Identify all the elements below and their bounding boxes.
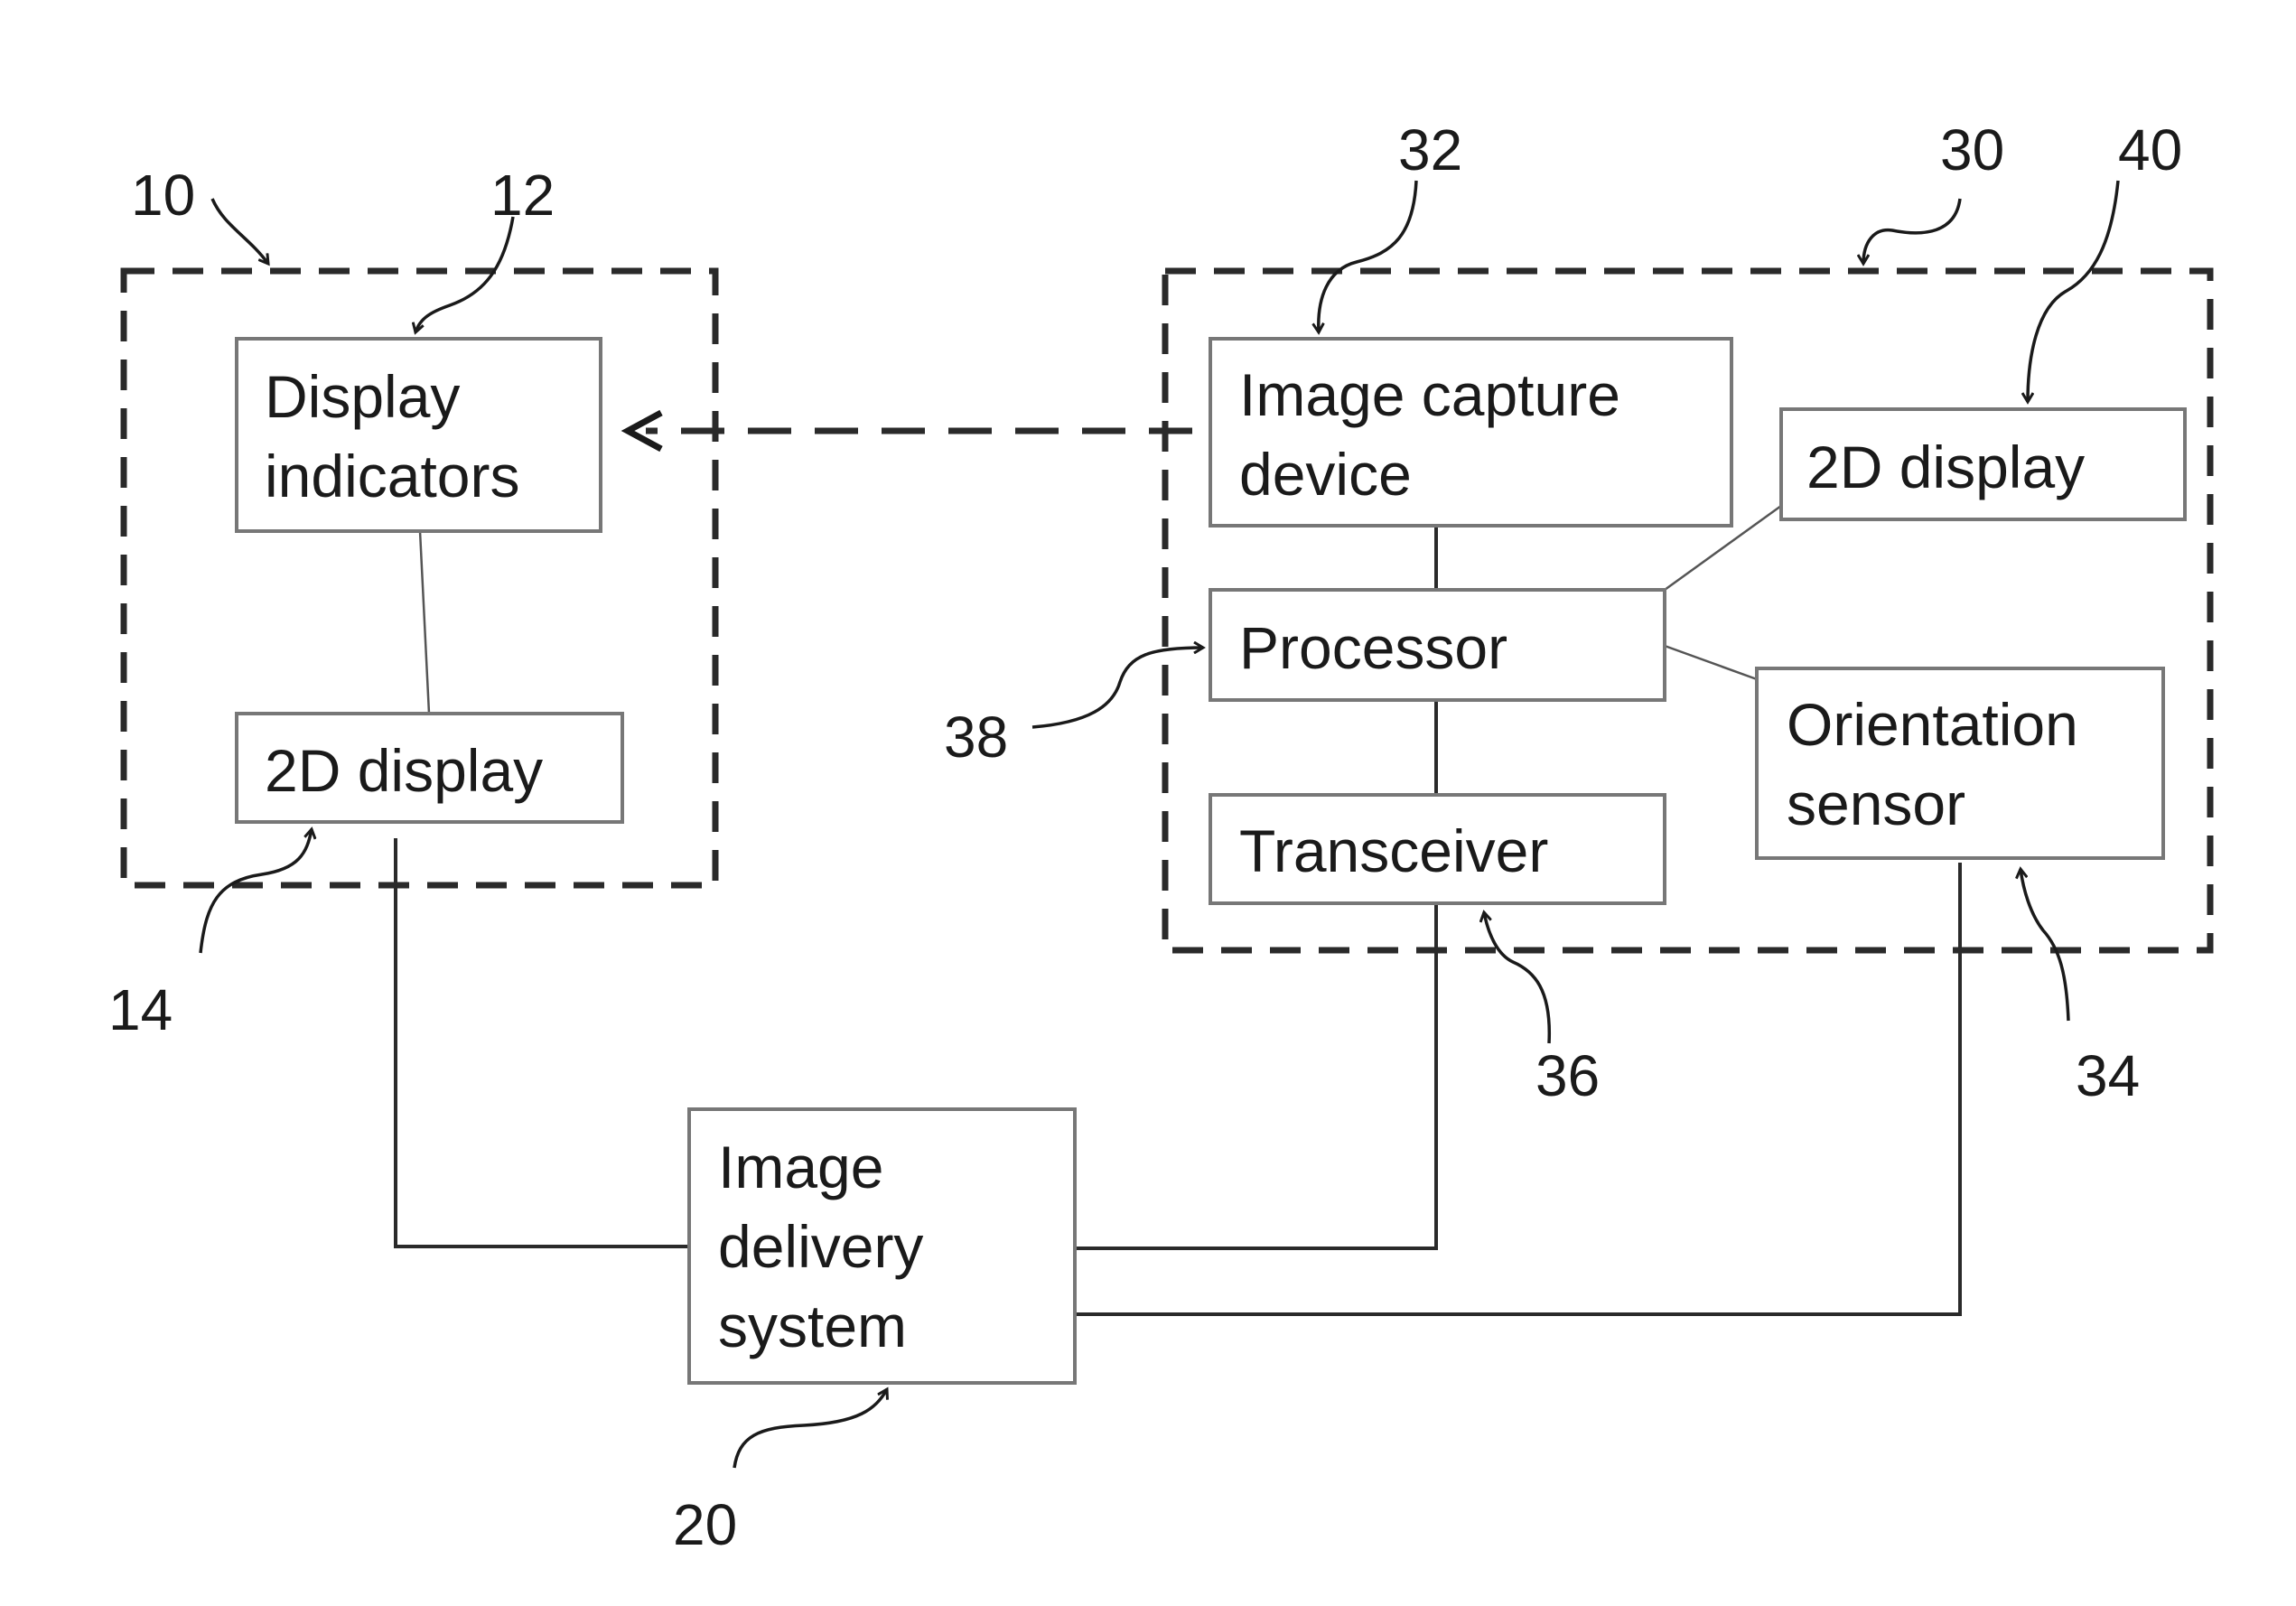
leader-30 (1863, 199, 1960, 264)
ref-30: 30 (1940, 117, 2004, 182)
ref-32: 32 (1398, 117, 1462, 182)
processor-label: Processor (1239, 614, 1507, 681)
left-2d-display-block: 2D display (237, 714, 622, 822)
leader-12 (415, 217, 513, 332)
image-capture-device-block: Image capture device (1210, 339, 1731, 526)
display-indicators-block: Display indicators (237, 339, 601, 531)
left-2d-display-label: 2D display (265, 737, 543, 804)
ref-40: 40 (2118, 117, 2182, 182)
leader-34 (2021, 869, 2068, 1021)
image-delivery-system-line3: system (718, 1293, 907, 1359)
image-capture-device-line1: Image capture (1239, 361, 1620, 428)
image-delivery-system-line2: delivery (718, 1213, 923, 1280)
transceiver-label: Transceiver (1239, 817, 1548, 884)
wire-processor-to-orientation-sensor (1665, 646, 1757, 679)
leader-20 (734, 1389, 887, 1468)
ref-38: 38 (944, 705, 1008, 770)
ref-10: 10 (131, 163, 195, 228)
processor-block: Processor (1210, 590, 1665, 700)
transceiver-block: Transceiver (1210, 795, 1665, 903)
leader-38 (1032, 648, 1203, 727)
image-capture-device-line2: device (1239, 441, 1412, 508)
ref-20: 20 (673, 1492, 737, 1557)
wire-left-display-to-delivery (396, 838, 689, 1247)
wire-transceiver-to-delivery (1075, 903, 1436, 1248)
right-2d-display-block: 2D display (1781, 409, 2185, 519)
leader-36 (1484, 912, 1549, 1043)
image-delivery-system-block: Image delivery system (689, 1109, 1075, 1383)
ref-12: 12 (490, 163, 555, 228)
display-indicators-line2: indicators (265, 443, 519, 509)
right-2d-display-label: 2D display (1806, 434, 2085, 500)
ref-14: 14 (108, 977, 173, 1042)
ref-36: 36 (1535, 1043, 1600, 1108)
orientation-sensor-block: Orientation sensor (1757, 668, 2163, 858)
ref-34: 34 (2076, 1043, 2140, 1108)
leader-10 (212, 199, 268, 264)
wire-display-indicators-to-2d-display (420, 531, 429, 714)
leader-14 (201, 829, 312, 953)
orientation-sensor-line1: Orientation (1787, 691, 2078, 758)
leader-32 (1319, 181, 1416, 332)
image-delivery-system-line1: Image (718, 1134, 883, 1200)
display-indicators-line1: Display (265, 363, 460, 430)
leader-40 (2028, 181, 2118, 402)
orientation-sensor-line2: sensor (1787, 770, 1965, 837)
